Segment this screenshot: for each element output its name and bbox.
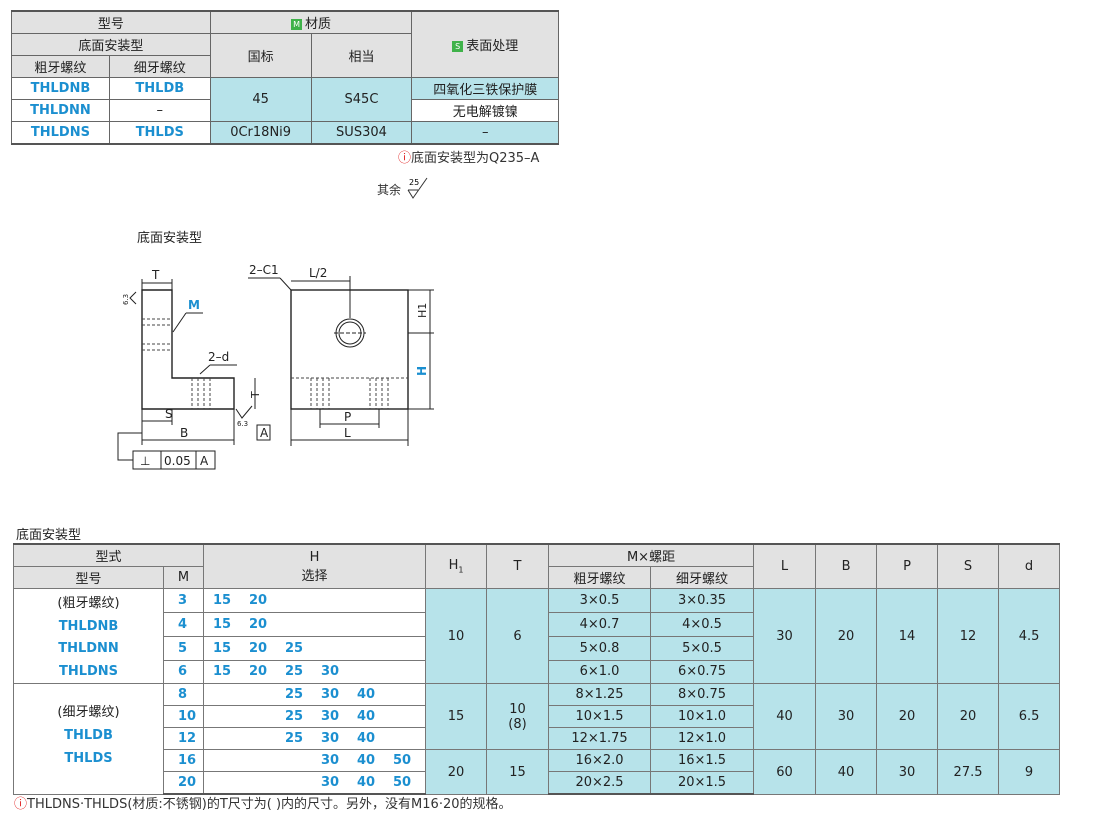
svg-text:6.3: 6.3 [122,294,130,305]
spec-table-caption: 底面安装型 [16,528,82,543]
header-s: S [937,543,1000,589]
svg-text:H1: H1 [416,303,429,318]
warning-icon: ⓘ [398,151,412,166]
surface-badge: S [452,41,464,52]
svg-text:T: T [151,268,160,282]
surface-value: – [411,121,559,145]
material-gb: 0Cr18Ni9 [209,121,312,145]
model-fine: – [108,99,211,122]
svg-text:6.3: 6.3 [237,420,248,428]
header-l: L [753,543,817,589]
model-coarse: THLDNS [11,121,110,145]
svg-text:B: B [180,426,188,440]
model-coarse: THLDNN [11,99,110,122]
drawing-title: 底面安装型 [137,231,203,246]
model-group-coarse: (粗牙螺纹) THLDNB THLDNN THLDNS [13,587,164,685]
header-coarse: 粗牙螺纹 [548,566,652,589]
material-badge: M [291,19,303,30]
footnote: ⓘTHLDNS·THLDS(材质:不锈钢)的T尺寸为( )内的尺寸。另外，没有M… [14,797,512,812]
surface-value: 无电解镀镍 [411,99,559,122]
header-type: 型式 [12,543,205,567]
svg-text:A: A [200,454,209,468]
svg-text:L: L [344,426,351,440]
header-mpitch: M×螺距 [548,543,755,567]
surface-finish: 其余 25 [377,176,435,200]
header-gb: 国标 [209,33,312,78]
header-t: T [486,543,550,589]
svg-text:S: S [165,407,173,421]
svg-text:⊥: ⊥ [140,454,150,468]
header-b: B [815,543,878,589]
material-equiv: S45C [310,77,413,122]
material-equiv: SUS304 [310,121,413,145]
svg-text:2–C1: 2–C1 [249,263,279,277]
svg-text:L/2: L/2 [309,266,327,280]
header-coarse: 粗牙螺纹 [11,55,110,78]
svg-text:A: A [260,426,269,440]
header-mount: 底面安装型 [11,33,211,56]
technical-drawing: T 6.3 M 2–d T 6.3 A S B ⊥ 0.05 A [117,263,434,470]
header-model: 型号 [13,566,164,589]
svg-text:T: T [249,391,262,399]
model-group-fine: (细牙螺纹) THLDB THLDS [13,683,164,795]
warning-icon: ⓘ [14,797,28,812]
header-h1: H1 [425,543,488,589]
roughness-symbol: 25 [407,177,428,199]
material-gb: 45 [209,77,312,122]
svg-text:H: H [415,366,429,376]
model-fine: THLDS [108,121,211,145]
model-coarse: THLDNB [11,77,110,100]
svg-text:0.05: 0.05 [164,454,191,468]
header-equiv: 相当 [310,33,413,78]
svg-text:M: M [188,298,200,312]
header-p: P [876,543,939,589]
header-model: 型号 [11,10,211,34]
svg-text:P: P [344,410,351,424]
surface-value: 四氧化三铁保护膜 [411,77,559,100]
header-d: d [998,543,1061,589]
header-m: M [162,566,205,589]
header-fine: 细牙螺纹 [650,566,755,589]
svg-text:25: 25 [409,178,419,187]
material-note: ⓘ底面安装型为Q235–A [398,151,540,166]
svg-text:2–d: 2–d [208,350,229,364]
